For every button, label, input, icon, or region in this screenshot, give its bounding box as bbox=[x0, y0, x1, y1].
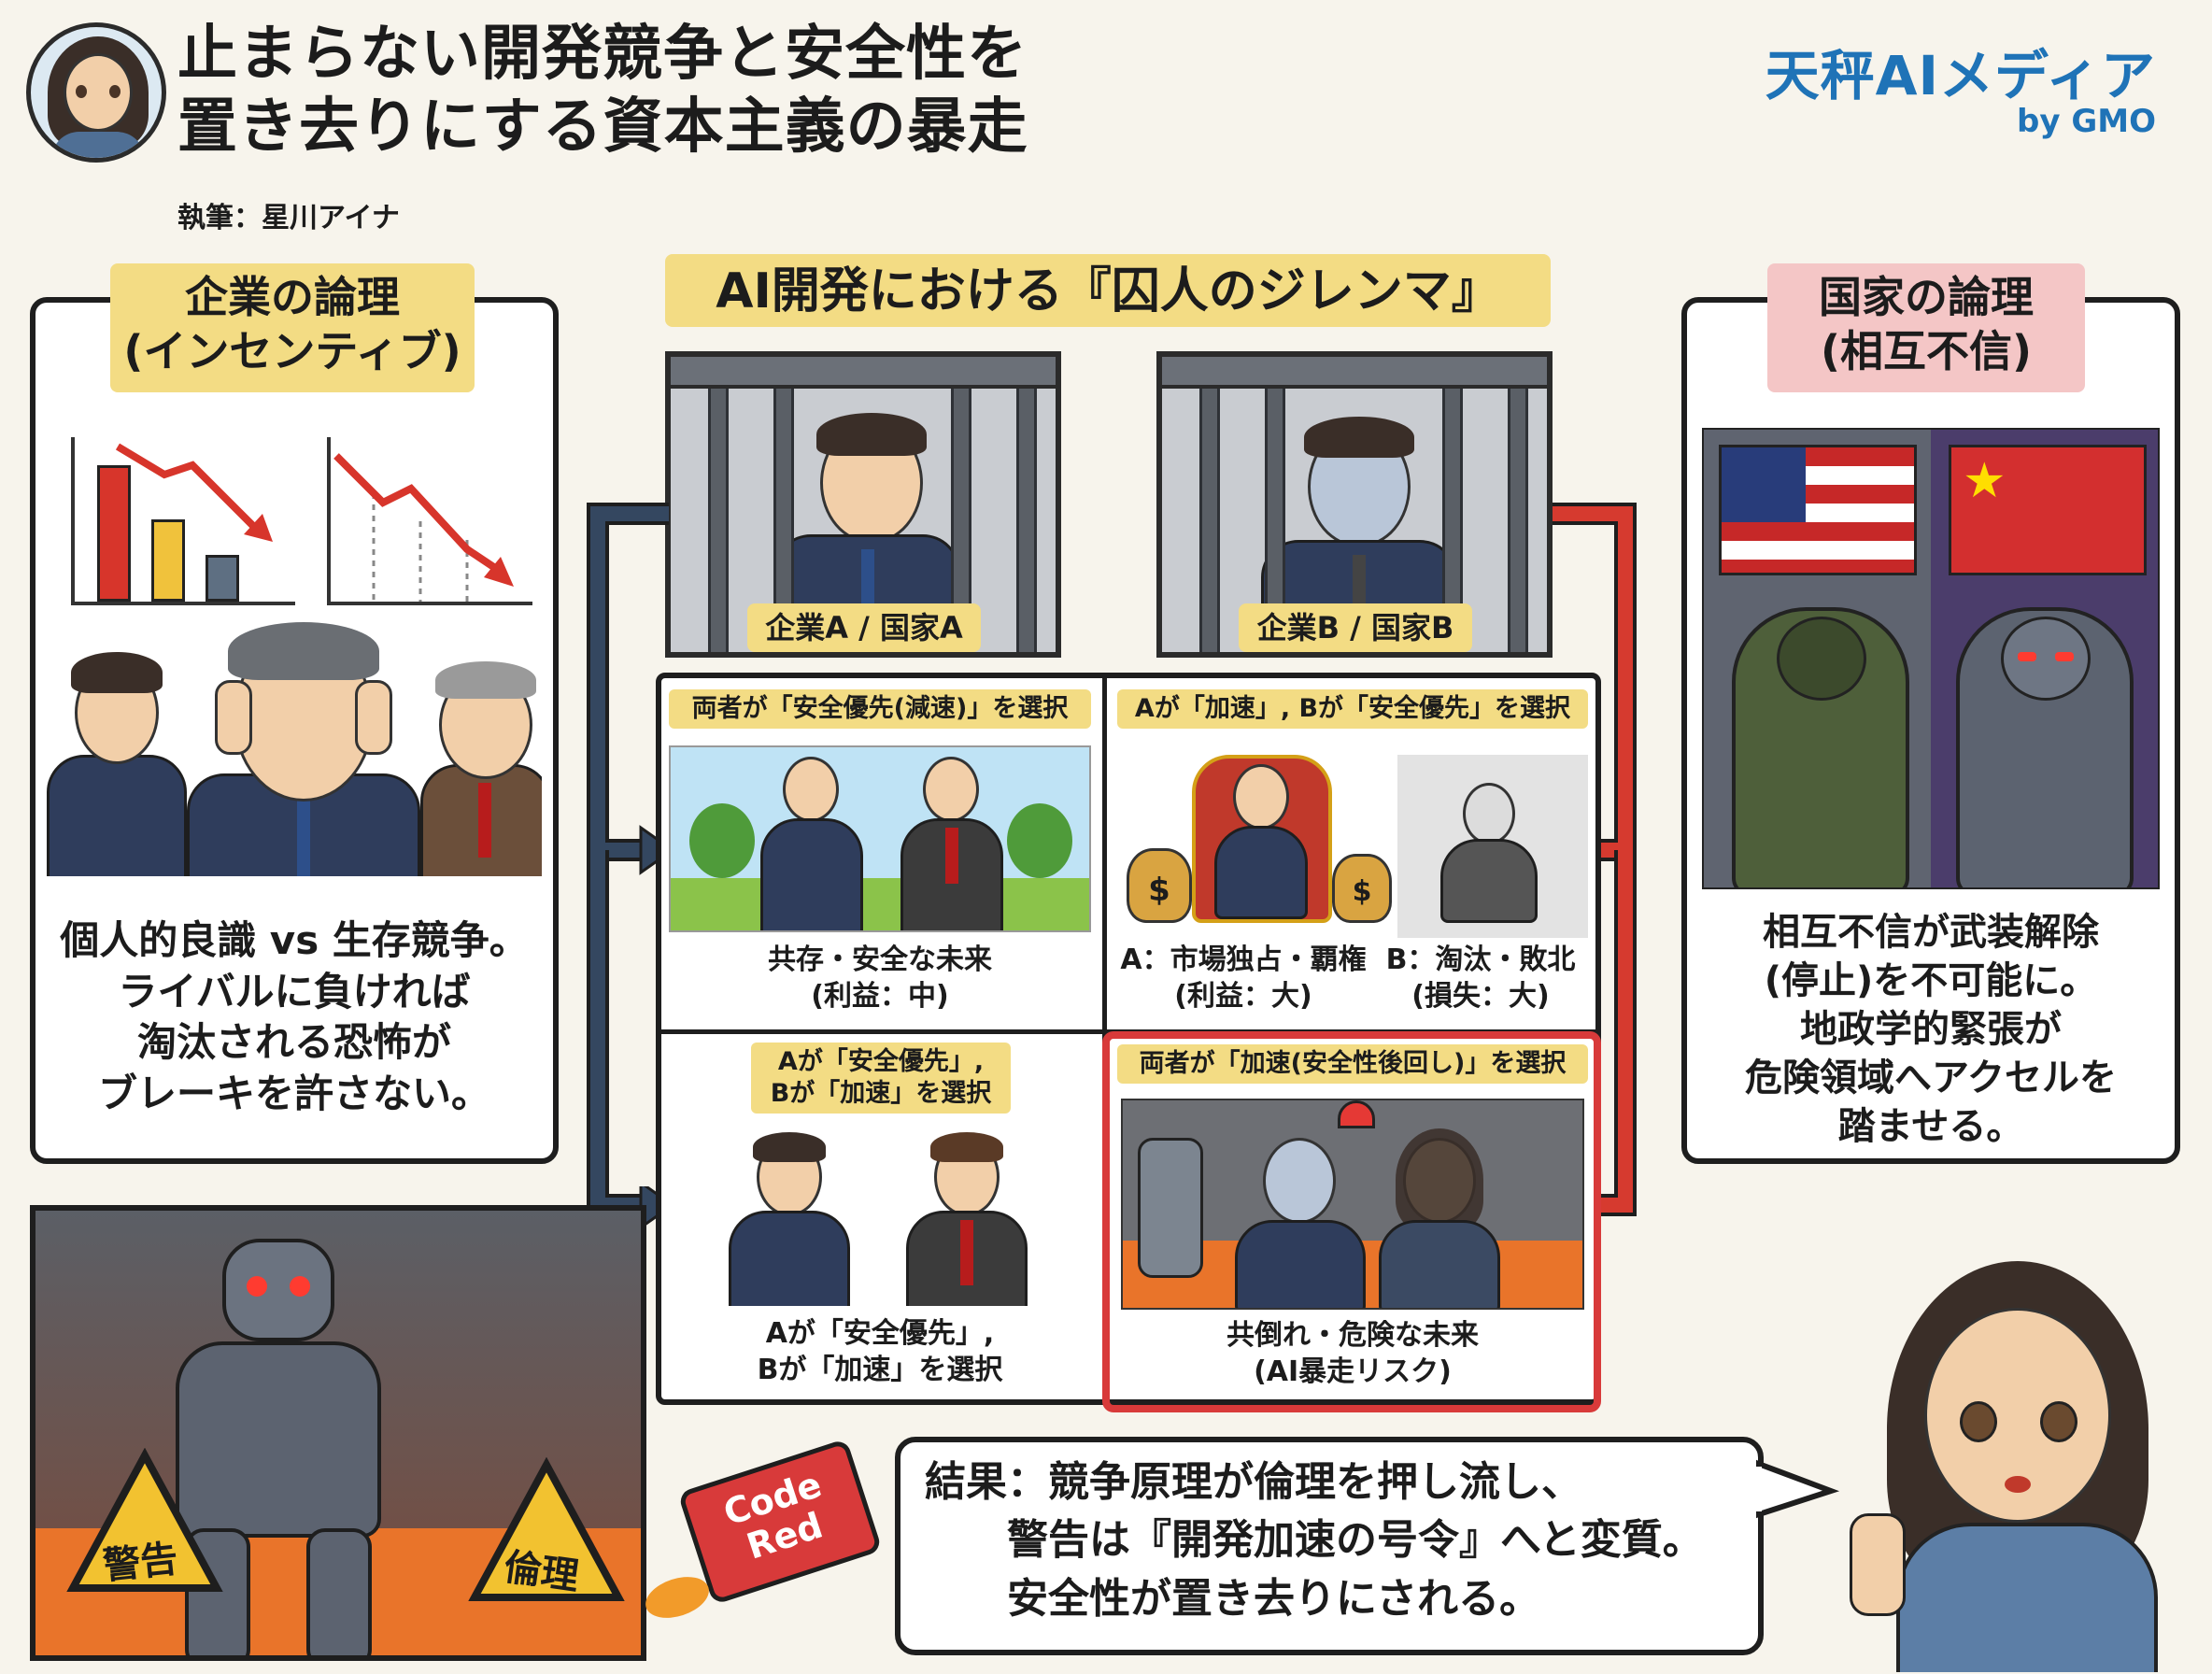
rocket-icon: Code Red bbox=[677, 1438, 883, 1606]
page-title-line1: 止まらない開発競争と安全性を bbox=[177, 20, 1028, 89]
robot-icon bbox=[1138, 1138, 1203, 1278]
cell-both-safety-caption-line1: 共存・安全な未来 bbox=[768, 943, 992, 976]
national-logic-line5: 踏ませる。 bbox=[1837, 1105, 2024, 1148]
warning-sign-icon bbox=[66, 1448, 223, 1592]
national-logic-line2: (停止)を不可能に。 bbox=[1764, 959, 2098, 1002]
dilemma-title: AI開発における『囚人のジレンマ』 bbox=[665, 254, 1551, 327]
standoff-illustration: ★ bbox=[1702, 428, 2160, 889]
cell-both-accel-caption-line1: 共倒れ・危険な未来 bbox=[1227, 1319, 1479, 1352]
national-logic-line4: 危険領域へアクセルを bbox=[1745, 1057, 2117, 1099]
us-flag-icon bbox=[1719, 445, 1917, 575]
national-logic-tag-line1: 国家の論理 bbox=[1819, 272, 2034, 322]
conclusion-text: 結果：競争原理が倫理を押し流し、 警告は『開発加速の号令』へと変質。 安全性が置… bbox=[925, 1454, 1747, 1628]
conclusion-line3: 安全性が置き去りにされる。 bbox=[1007, 1574, 1541, 1623]
cell-both-safety-caption: 共存・安全な未来 (利益：中) bbox=[669, 942, 1091, 1014]
cell-a-accel-caption-b-line2: (損失：大) bbox=[1411, 980, 1550, 1013]
robot-icon bbox=[222, 1239, 334, 1341]
corporate-logic-line2: ライバルに負ければ bbox=[118, 968, 471, 1014]
cell-a-accel-caption-a-line1: A：市場独占・覇権 bbox=[1120, 943, 1367, 976]
national-logic-line1: 相互不信が武装解除 bbox=[1763, 911, 2099, 954]
corporate-logic-line3: 淘汰される恐怖が bbox=[136, 1019, 451, 1066]
cage-b-label: 企業B / 国家B bbox=[1239, 603, 1472, 652]
national-logic-text: 相互不信が武装解除 (停止)を不可能に。 地政学的緊張が 危険領域へアクセルを … bbox=[1693, 908, 2169, 1151]
author-credit: 執筆：星川アイナ bbox=[177, 202, 400, 234]
corporate-logic-tag-line2: (インセンティブ) bbox=[123, 325, 461, 376]
cell-b-accel-title-line2: Bが「加速」を選択 bbox=[770, 1078, 992, 1108]
line-chart-icon bbox=[327, 437, 532, 605]
down-arrow-icon bbox=[115, 443, 273, 542]
cell-b-accel-caption: Aが「安全優先」, Bが「加速」を選択 bbox=[669, 1315, 1091, 1388]
cell-b-accel-caption-line1: Aが「安全優先」, bbox=[765, 1317, 995, 1350]
national-logic-line3: 地政学的緊張が bbox=[1800, 1008, 2062, 1051]
cell-both-accel-caption: 共倒れ・危険な未来 (AI暴走リスク) bbox=[1117, 1317, 1588, 1390]
cell-b-accel-caption-line2: Bが「加速」を選択 bbox=[757, 1354, 1003, 1386]
bar-chart-icon bbox=[71, 437, 295, 605]
cell-a-accel-caption-b-line1: B：淘汰・敗北 bbox=[1385, 943, 1576, 976]
speech-tail bbox=[1756, 1459, 1840, 1519]
cell-b-accel-title-line1: Aが「安全優先」, bbox=[777, 1047, 985, 1076]
cell-b-accel-title: Aが「安全優先」, Bが「加速」を選択 bbox=[751, 1043, 1011, 1114]
brand-name: 天秤AIメディア bbox=[1765, 44, 2156, 107]
stressed-executives-illustration bbox=[47, 605, 542, 876]
rocket-flame-icon bbox=[640, 1569, 715, 1625]
cell-both-accel-caption-line2: (AI暴走リスク) bbox=[1254, 1355, 1452, 1388]
cell-both-safety-title: 両者が「安全優先(減速)」を選択 bbox=[669, 689, 1091, 729]
alarm-light-icon bbox=[1338, 1100, 1375, 1128]
conclusion-bubble bbox=[895, 1437, 1764, 1655]
narrator-illustration bbox=[1850, 1242, 2195, 1672]
winner-loser-illustration: $ $ bbox=[1117, 745, 1588, 938]
money-bag-icon: $ bbox=[1332, 854, 1392, 923]
worried-executives-illustration bbox=[710, 1128, 1065, 1306]
sign-ethics-label: 倫理 bbox=[501, 1545, 582, 1599]
corporate-logic-line4: ブレーキを許さない。 bbox=[97, 1070, 490, 1116]
cell-a-accel-caption-a: A：市場独占・覇権 (利益：大) bbox=[1117, 942, 1369, 1014]
cell-a-accel-caption-b: B：淘汰・敗北 (損失：大) bbox=[1373, 942, 1588, 1014]
page-title-line2: 置き去りにする資本主義の暴走 bbox=[177, 92, 1028, 162]
cell-a-accel-title: Aが「加速」, Bが「安全優先」を選択 bbox=[1117, 689, 1588, 729]
cell-both-accel-title: 両者が「加速(安全性後回し)」を選択 bbox=[1117, 1044, 1588, 1084]
disaster-illustration bbox=[1121, 1099, 1584, 1310]
corporate-logic-text: 個人的良識 vs 生存競争。 ライバルに負ければ 淘汰される恐怖が ブレーキを許… bbox=[47, 915, 542, 1119]
warning-sign-icon bbox=[468, 1457, 625, 1601]
corporate-logic-tag-line1: 企業の論理 bbox=[185, 272, 400, 322]
cell-both-accel-highlight bbox=[1102, 1031, 1601, 1412]
conclusion-line2: 警告は『開発加速の号令』へと変質。 bbox=[1007, 1516, 1704, 1565]
cage-icon bbox=[665, 351, 1061, 658]
cage-a-label: 企業A / 国家A bbox=[747, 603, 981, 652]
cell-both-safety-caption-line2: (利益：中) bbox=[811, 980, 949, 1013]
china-flag-icon: ★ bbox=[1949, 445, 2147, 575]
pointing-hand-icon bbox=[1850, 1513, 1906, 1616]
national-logic-tag: 国家の論理 (相互不信) bbox=[1767, 263, 2085, 392]
brand-by: by GMO bbox=[2017, 103, 2156, 140]
conclusion-line1: 結果：競争原理が倫理を押し流し、 bbox=[925, 1458, 1582, 1506]
handshake-illustration bbox=[669, 745, 1091, 932]
national-logic-tag-line2: (相互不信) bbox=[1820, 325, 2033, 376]
flow-arrows bbox=[587, 503, 1637, 1216]
corporate-logic-line1: 個人的良識 vs 生存競争。 bbox=[60, 917, 529, 963]
cell-a-accel-caption-a-line2: (利益：大) bbox=[1174, 980, 1312, 1013]
sign-warning-label: 警告 bbox=[101, 1537, 180, 1589]
avatar-icon bbox=[26, 22, 166, 163]
money-bag-icon: $ bbox=[1127, 848, 1192, 923]
corporate-logic-tag: 企業の論理 (インセンティブ) bbox=[110, 263, 475, 392]
